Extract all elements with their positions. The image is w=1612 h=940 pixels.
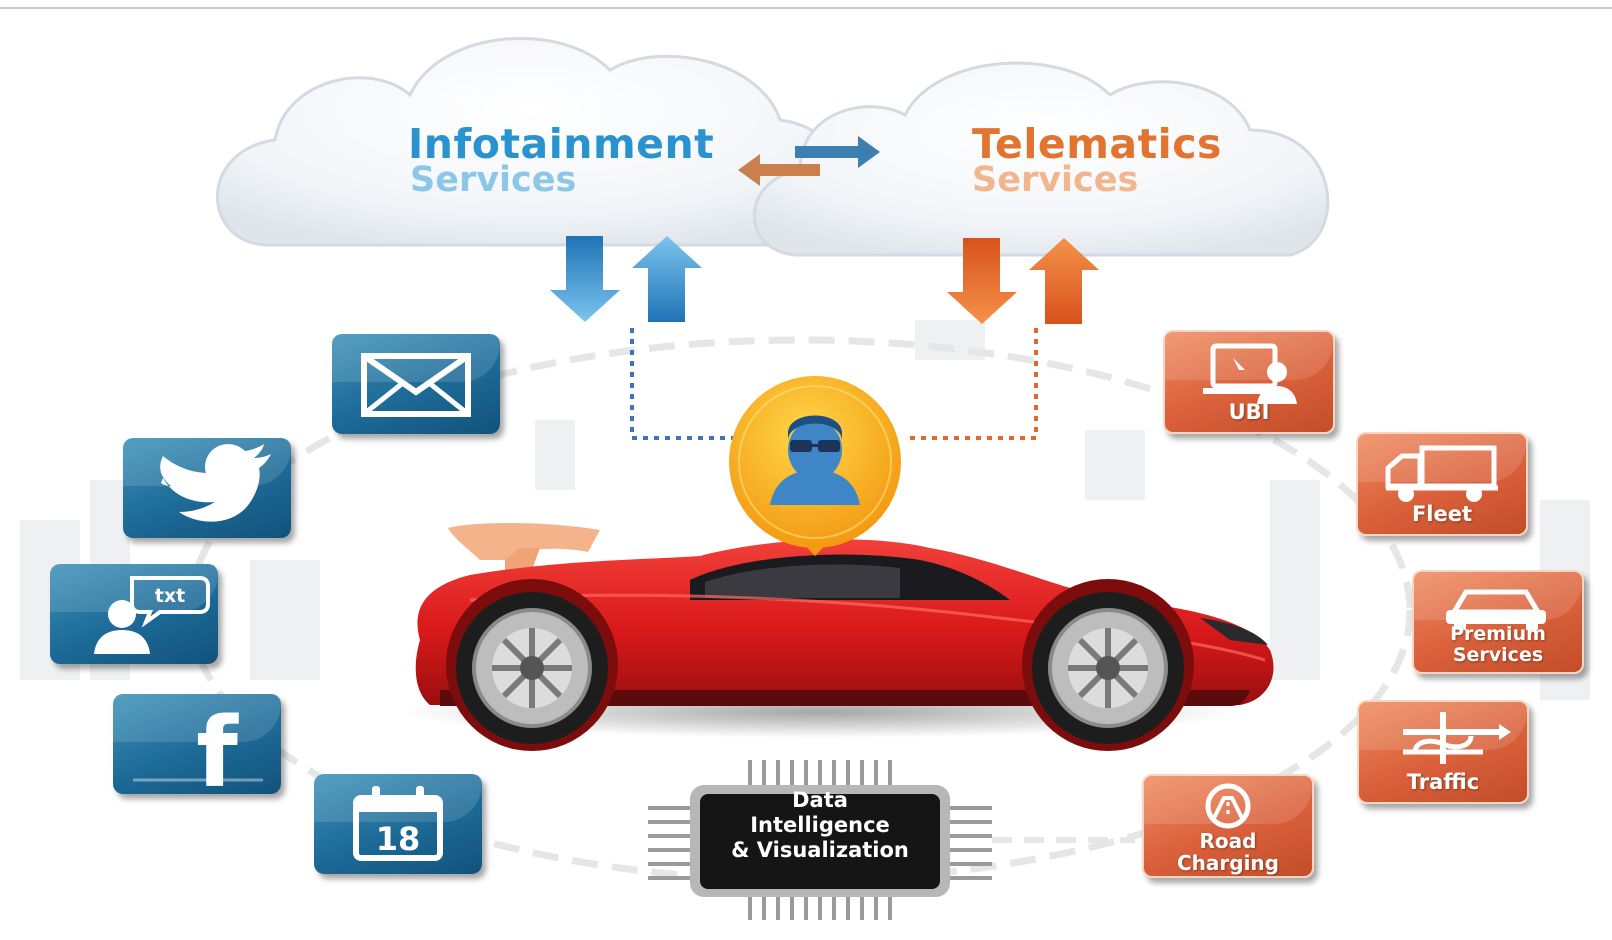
chip-label-line3: & Visualization <box>731 838 909 862</box>
premium-services-tile[interactable]: Premium Services <box>1412 570 1584 674</box>
road-charging-label-line1: Road <box>1199 829 1257 853</box>
facebook-tile[interactable]: f <box>113 694 281 794</box>
top-border-line <box>0 7 1612 9</box>
telematics-vertical-arrows-icon <box>947 238 1099 324</box>
sms-user-icon: txt <box>94 576 210 654</box>
infotainment-dotted-link <box>630 328 760 440</box>
facebook-glyph: f <box>196 697 239 794</box>
ubi-tile[interactable]: UBI <box>1163 330 1335 434</box>
telematics-title: Telematics <box>972 120 1222 168</box>
chip-label-line1: Data <box>792 788 848 812</box>
user-computer-icon <box>1203 343 1297 404</box>
ubi-label: UBI <box>1228 400 1270 424</box>
traffic-tile[interactable]: Traffic <box>1357 700 1529 804</box>
premium-label-line2: Services <box>1452 644 1544 666</box>
traffic-label: Traffic <box>1406 770 1480 794</box>
infotainment-vertical-arrows-icon <box>550 236 702 322</box>
road-charging-label-line2: Charging <box>1176 851 1279 875</box>
orbit-ring <box>186 336 1414 884</box>
infotainment-subtitle: Services <box>410 160 577 200</box>
premium-car-icon <box>1446 589 1546 630</box>
traffic-junction-icon <box>1403 712 1511 764</box>
sms-tile[interactable]: txt <box>50 564 218 664</box>
truck-icon <box>1385 445 1498 502</box>
twitter-bird-icon <box>160 444 271 522</box>
email-tile[interactable] <box>332 334 500 434</box>
road-charging-tile[interactable]: Road Charging <box>1142 774 1314 878</box>
chip-label: Data Intelligence & Visualization <box>700 788 940 863</box>
calendar-tile[interactable]: 18 <box>314 774 482 874</box>
red-sports-car-icon <box>415 523 1274 751</box>
front-wheel <box>1032 592 1184 744</box>
chip-label-line2: Intelligence <box>750 813 890 837</box>
calendar-icon: 18 <box>353 786 443 861</box>
exchange-arrows-icon <box>738 136 880 186</box>
fleet-tile[interactable]: Fleet <box>1356 432 1528 536</box>
road-charging-icon <box>1205 783 1251 829</box>
calendar-glyph: 18 <box>376 820 421 858</box>
rear-wheel <box>456 592 608 744</box>
sms-glyph: txt <box>155 585 185 607</box>
telematics-dotted-link <box>905 328 1038 440</box>
twitter-tile[interactable] <box>123 438 291 538</box>
driver-location-pin-icon <box>729 376 901 556</box>
facebook-icon: f <box>133 697 263 794</box>
fleet-label: Fleet <box>1411 502 1473 526</box>
envelope-icon <box>361 353 471 417</box>
premium-label-line1: Premium <box>1450 623 1546 645</box>
infotainment-title: Infotainment <box>408 120 715 168</box>
telematics-subtitle: Services <box>972 160 1139 200</box>
processor-chip-icon <box>648 760 992 920</box>
